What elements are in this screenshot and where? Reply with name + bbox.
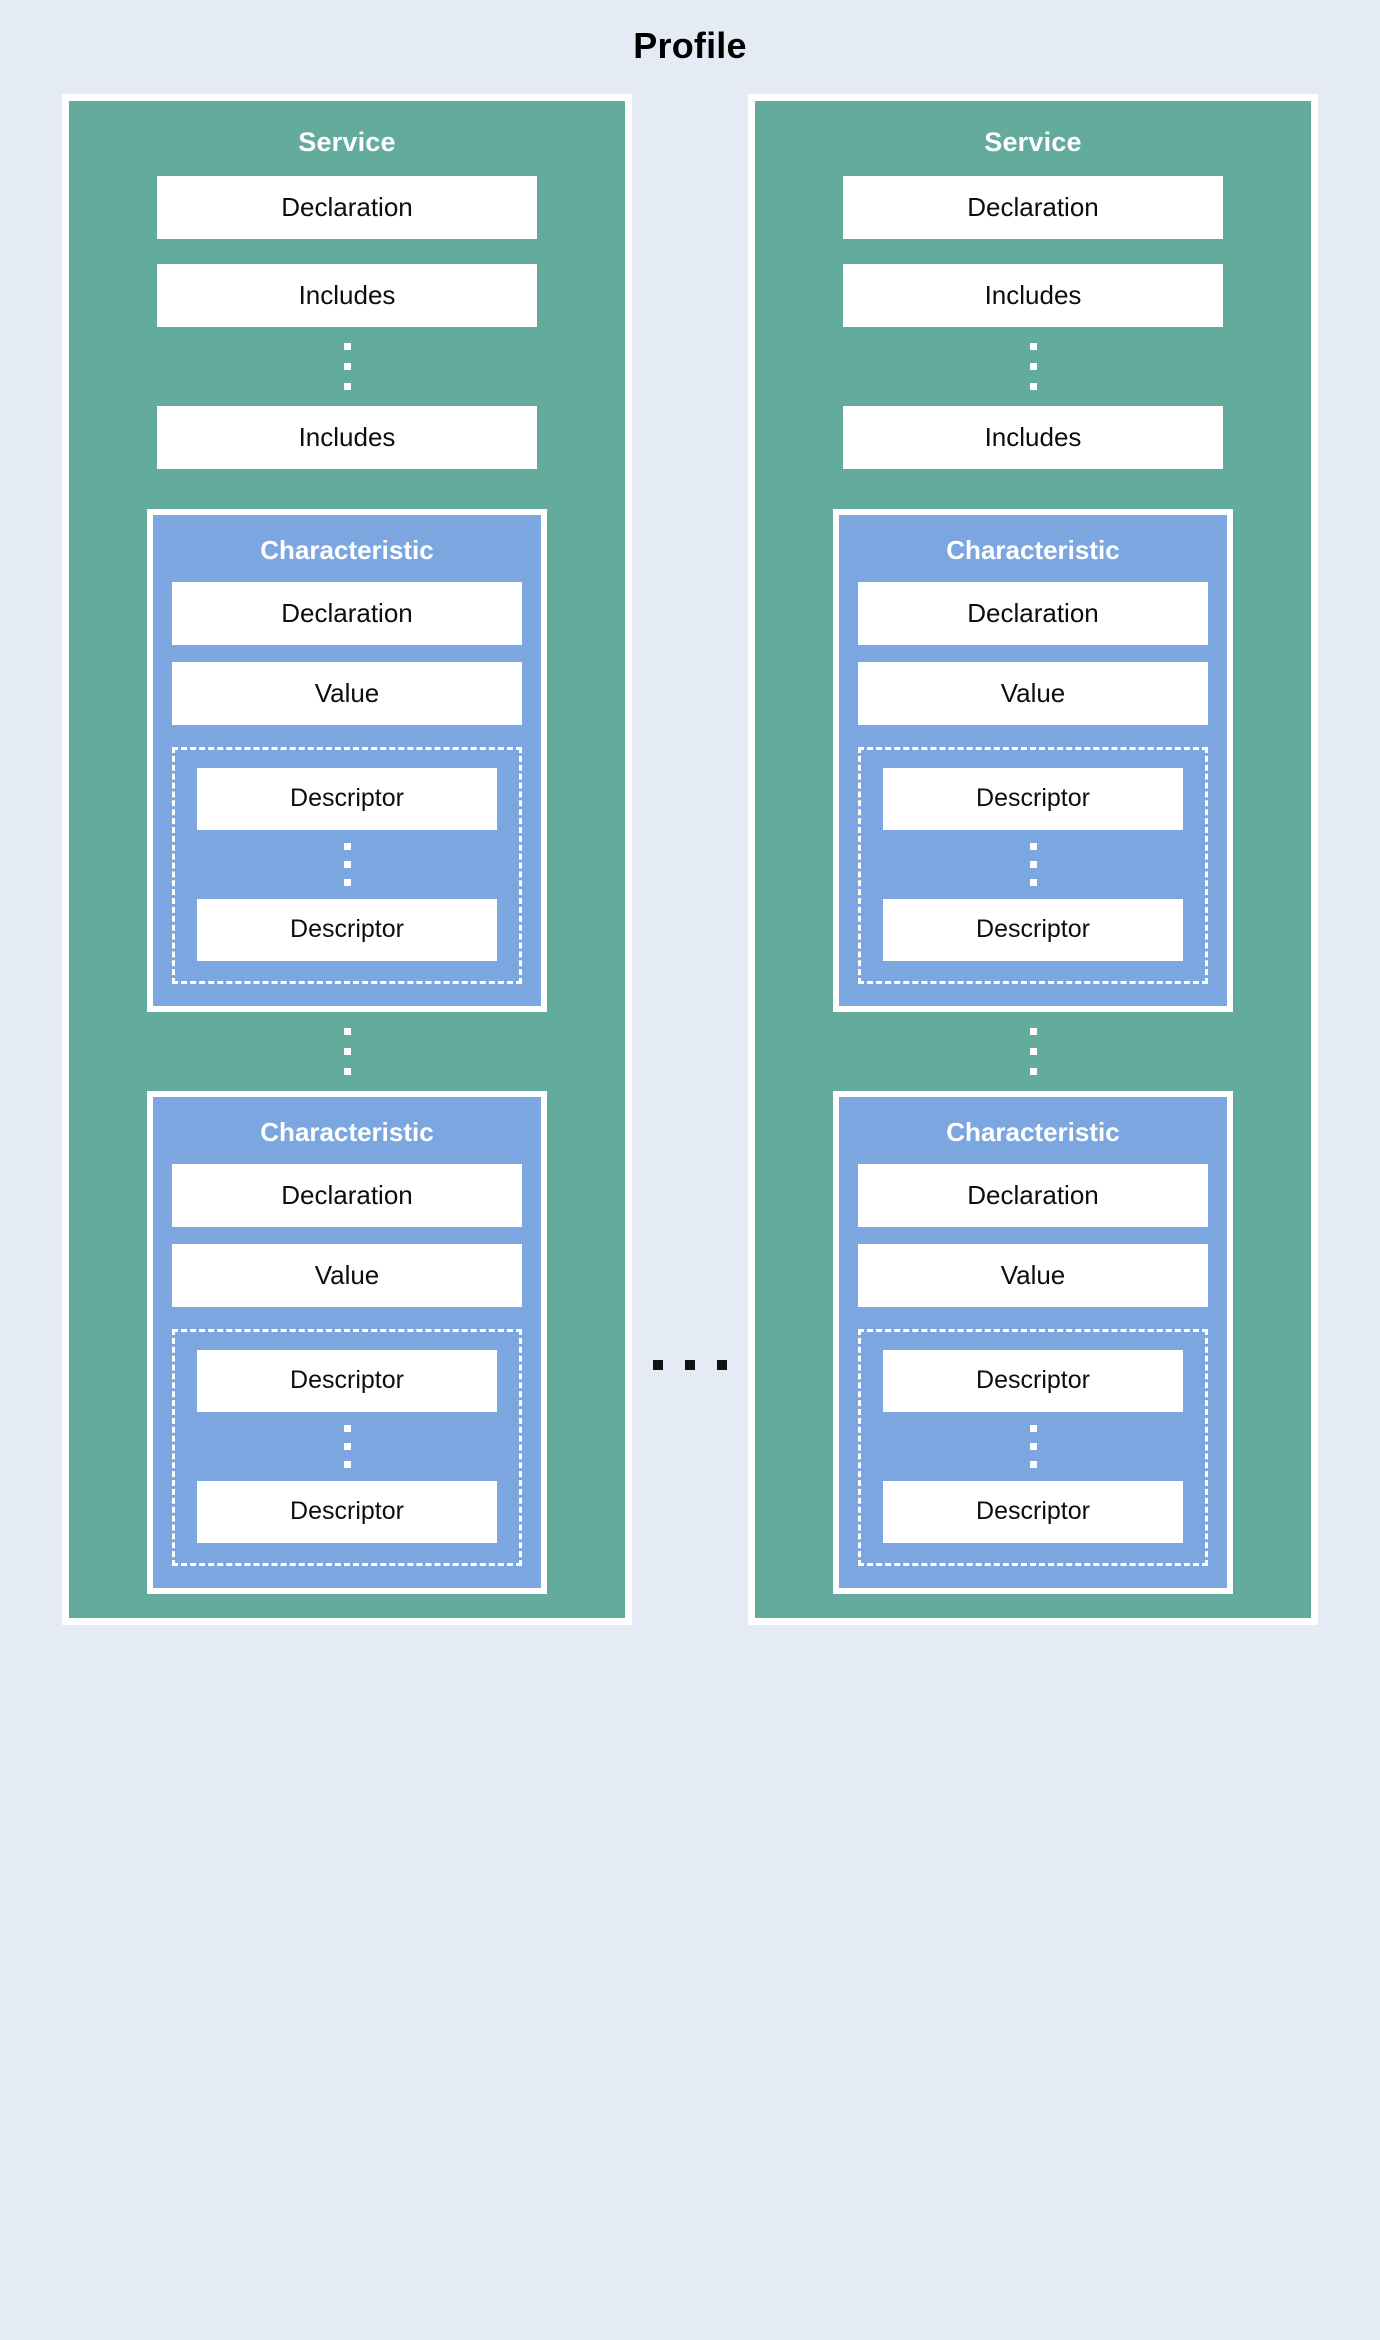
dot-icon bbox=[1029, 878, 1037, 886]
characteristic-title: Characteristic bbox=[946, 534, 1120, 565]
service-includes-box-last: Includes bbox=[843, 405, 1223, 469]
vertical-ellipsis-icon-includes bbox=[1029, 327, 1037, 406]
characteristic-value-box: Value bbox=[858, 661, 1208, 725]
vertical-ellipsis-icon-descriptors bbox=[1029, 1412, 1037, 1481]
dot-icon bbox=[1029, 1047, 1037, 1055]
characteristic-value-box: Value bbox=[858, 1243, 1208, 1307]
service-includes-box-last: Includes bbox=[157, 405, 537, 469]
vertical-ellipsis-icon-characteristics bbox=[343, 1012, 351, 1091]
dot-icon bbox=[343, 860, 351, 868]
service-block-2: Service Declaration Includes Includes Ch… bbox=[748, 93, 1318, 1625]
dot-icon bbox=[653, 1360, 663, 1370]
characteristic-block-1: Characteristic Declaration Value Descrip… bbox=[833, 508, 1233, 1012]
descriptor-box-first: Descriptor bbox=[197, 767, 497, 830]
service-declaration-box: Declaration bbox=[843, 175, 1223, 239]
dot-icon bbox=[343, 1027, 351, 1035]
characteristic-block-1: Characteristic Declaration Value Descrip… bbox=[147, 508, 547, 1012]
descriptor-group: Descriptor Descriptor bbox=[172, 1328, 522, 1566]
dot-icon bbox=[343, 1067, 351, 1075]
dot-icon bbox=[343, 382, 351, 390]
dot-icon bbox=[343, 878, 351, 886]
vertical-ellipsis-icon-descriptors bbox=[343, 830, 351, 899]
descriptor-box-first: Descriptor bbox=[883, 1349, 1183, 1412]
dot-icon bbox=[1029, 1460, 1037, 1468]
descriptor-box-last: Descriptor bbox=[197, 1480, 497, 1543]
characteristic-declaration-box: Declaration bbox=[858, 1163, 1208, 1227]
dot-icon bbox=[1029, 842, 1037, 850]
dot-icon bbox=[343, 842, 351, 850]
characteristic-declaration-box: Declaration bbox=[172, 1163, 522, 1227]
descriptor-group: Descriptor Descriptor bbox=[858, 746, 1208, 984]
service-declaration-box: Declaration bbox=[157, 175, 537, 239]
characteristic-title: Characteristic bbox=[260, 1116, 434, 1147]
profile-container: Service Declaration Includes Includes Ch… bbox=[0, 66, 1380, 1625]
vertical-ellipsis-icon-characteristics bbox=[1029, 1012, 1037, 1091]
descriptor-box-last: Descriptor bbox=[197, 898, 497, 961]
vertical-ellipsis-icon-includes bbox=[343, 327, 351, 406]
characteristic-declaration-box: Declaration bbox=[172, 581, 522, 645]
dot-icon bbox=[685, 1360, 695, 1370]
characteristic-block-2: Characteristic Declaration Value Descrip… bbox=[147, 1090, 547, 1594]
dot-icon bbox=[343, 1460, 351, 1468]
dot-icon bbox=[1029, 1442, 1037, 1450]
vertical-ellipsis-icon-descriptors bbox=[343, 1412, 351, 1481]
service-block-1: Service Declaration Includes Includes Ch… bbox=[62, 93, 632, 1625]
characteristic-declaration-box: Declaration bbox=[858, 581, 1208, 645]
dot-icon bbox=[1029, 362, 1037, 370]
dot-icon bbox=[1029, 342, 1037, 350]
descriptor-box-first: Descriptor bbox=[883, 767, 1183, 830]
characteristic-value-box: Value bbox=[172, 661, 522, 725]
descriptor-group: Descriptor Descriptor bbox=[858, 1328, 1208, 1566]
characteristic-title: Characteristic bbox=[260, 534, 434, 565]
service-title: Service bbox=[298, 126, 396, 157]
page-title: Profile bbox=[633, 25, 747, 66]
characteristic-title: Characteristic bbox=[946, 1116, 1120, 1147]
dot-icon bbox=[343, 362, 351, 370]
dot-icon bbox=[343, 1442, 351, 1450]
vertical-ellipsis-icon-descriptors bbox=[1029, 830, 1037, 899]
dot-icon bbox=[343, 1047, 351, 1055]
characteristic-block-2: Characteristic Declaration Value Descrip… bbox=[833, 1090, 1233, 1594]
dot-icon bbox=[1029, 1027, 1037, 1035]
dot-icon bbox=[1029, 382, 1037, 390]
dot-icon bbox=[343, 342, 351, 350]
dot-icon bbox=[717, 1360, 727, 1370]
descriptor-box-last: Descriptor bbox=[883, 1480, 1183, 1543]
service-includes-box-first: Includes bbox=[157, 263, 537, 327]
characteristic-value-box: Value bbox=[172, 1243, 522, 1307]
dot-icon bbox=[1029, 1424, 1037, 1432]
dot-icon bbox=[343, 1424, 351, 1432]
service-includes-box-first: Includes bbox=[843, 263, 1223, 327]
dot-icon bbox=[1029, 1067, 1037, 1075]
horizontal-ellipsis-icon-services bbox=[653, 1360, 727, 1370]
dot-icon bbox=[1029, 860, 1037, 868]
descriptor-box-first: Descriptor bbox=[197, 1349, 497, 1412]
service-title: Service bbox=[984, 126, 1082, 157]
descriptor-group: Descriptor Descriptor bbox=[172, 746, 522, 984]
descriptor-box-last: Descriptor bbox=[883, 898, 1183, 961]
